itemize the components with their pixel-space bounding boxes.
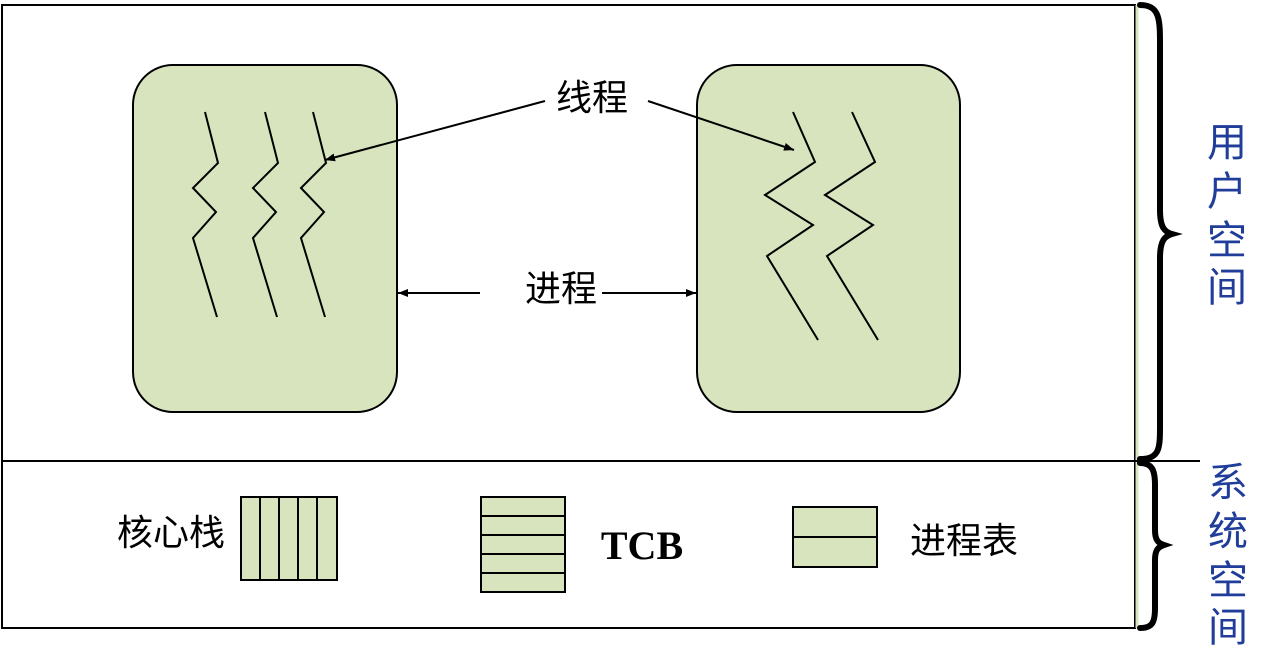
system-space-brace [1137,460,1174,631]
svg-text:统: 统 [1208,509,1248,555]
kernel-stack-label: 核心栈 [117,513,225,554]
thread-line-left-2 [251,111,280,318]
thread-arrow-left [324,100,546,162]
user-space-label: 用 户 空 间 [1207,120,1247,311]
kernel-stack-icon [240,496,338,581]
process-box-right [696,64,961,413]
thread-arrow-right [647,100,795,151]
process-table-icon [792,506,878,568]
thread-line-left-1 [191,111,220,318]
svg-text:间: 间 [1208,605,1248,651]
svg-text:用: 用 [1207,120,1247,166]
tcb-icon [480,496,566,593]
process-box-left [132,64,398,413]
thread-label: 线程 [556,78,628,119]
svg-text:间: 间 [1207,265,1247,311]
svg-text:空: 空 [1207,218,1247,264]
svg-text:系: 系 [1208,460,1248,506]
tcb-label: TCB [601,523,683,568]
system-space-label: 系 统 空 间 [1208,460,1248,651]
svg-text:空: 空 [1208,558,1248,604]
thread-line-right-1 [763,111,819,341]
process-label: 进程 [525,269,597,310]
user-space-brace [1137,2,1183,462]
svg-text:户: 户 [1207,169,1247,215]
thread-line-right-2 [823,111,879,341]
process-table-label: 进程表 [910,521,1018,562]
thread-line-left-3 [299,111,328,318]
